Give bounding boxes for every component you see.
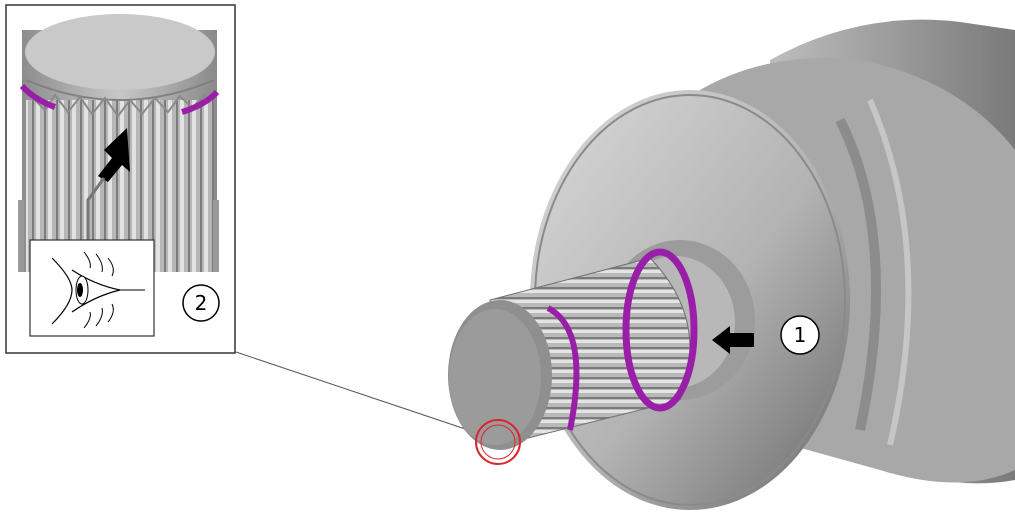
callout-2-label: 2 — [195, 291, 208, 315]
detail-inset: 2 — [5, 4, 236, 354]
seal-ring-inner — [622, 248, 698, 412]
arrow-up-icon — [86, 128, 130, 240]
detail-seal-right — [181, 89, 220, 115]
leader-line — [235, 351, 499, 441]
eye-inspection-icon — [29, 239, 155, 337]
housing — [530, 19, 1015, 510]
callout-2: 2 — [182, 284, 220, 322]
detail-seal-left — [19, 83, 57, 110]
splined-shaft — [448, 248, 698, 450]
highlight-circle — [475, 419, 521, 465]
arrow-left-icon — [712, 326, 754, 354]
callout-1-label: 1 — [794, 323, 807, 347]
seal-ring-outer — [546, 305, 580, 431]
callout-1: 1 — [780, 315, 820, 355]
